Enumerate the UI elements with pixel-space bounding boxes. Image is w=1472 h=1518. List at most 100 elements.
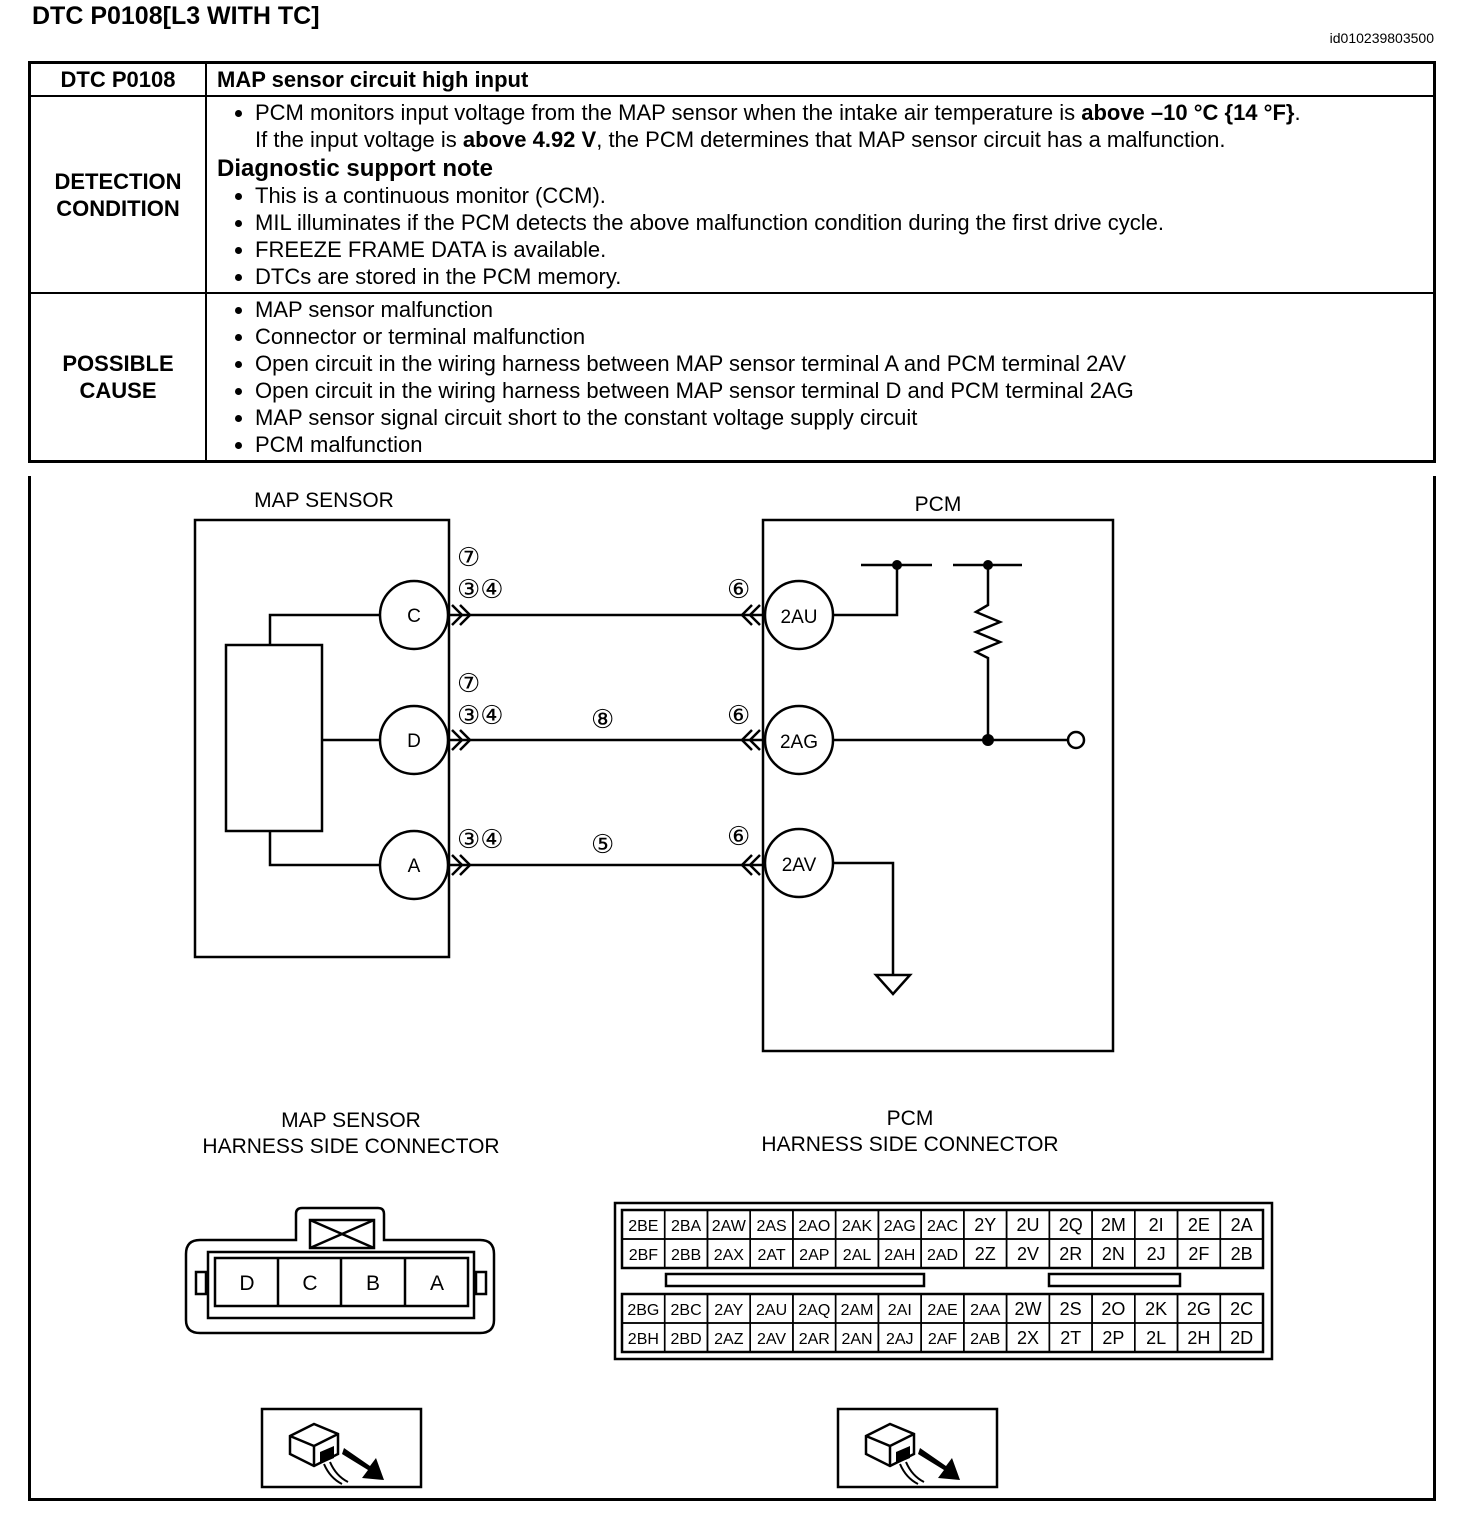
pcm-pin-label: 2AQ [798, 1302, 830, 1319]
pcm-pin-label: 2Y [974, 1215, 996, 1235]
table-row-title: DTC P0108 MAP sensor circuit high input [28, 61, 1436, 97]
pcm-pin-label: 2BA [671, 1218, 702, 1235]
detection-item: PCM monitors input voltage from the MAP … [255, 99, 1423, 153]
pcm-pin-label: 2F [1188, 1244, 1209, 1264]
pcm-pin-label: 2AK [842, 1218, 873, 1235]
pcm-pin-label: 2AA [970, 1302, 1001, 1319]
pcm-pin-label: 2AI [888, 1302, 912, 1319]
pcm-pin-label: 2AO [798, 1218, 830, 1235]
pcm-pin-label: 2AG [884, 1218, 916, 1235]
map-pin-label: A [430, 1272, 444, 1295]
detection-label-line2: CONDITION [56, 195, 180, 221]
pcm-pin-label: 2AW [712, 1218, 747, 1235]
cause-item: MAP sensor malfunction [255, 296, 1423, 323]
pcm-pin-label: 2C [1230, 1299, 1253, 1319]
possible-cause-label: POSSIBLE CAUSE [28, 292, 207, 463]
map-terminal-label: D [407, 731, 421, 752]
map-sensor-label: MAP SENSOR [254, 489, 394, 512]
cause-label-line1: POSSIBLE [62, 351, 174, 376]
pcm-pin-label: 2AY [714, 1302, 743, 1319]
pcm-pin-label: 2AH [884, 1247, 915, 1264]
pcm-pin-label: 2G [1187, 1299, 1211, 1319]
pcm-pin-label: 2AP [799, 1247, 829, 1264]
cause-label-line2: CAUSE [79, 378, 157, 403]
map-pin-label: C [302, 1272, 317, 1295]
pcm-terminal-label: 2AU [781, 607, 818, 628]
pcm-pin-label: 2Z [975, 1244, 996, 1264]
pcm-pin-label: 2E [1188, 1215, 1210, 1235]
possible-cause-content: MAP sensor malfunction Connector or term… [205, 292, 1436, 463]
ref-5: ⑤ [591, 829, 614, 859]
pcm-pin-label: 2AM [841, 1302, 874, 1319]
pcm-pin-label: 2M [1101, 1215, 1126, 1235]
connector-view-icon [864, 1422, 960, 1485]
pcm-pin-label: 2BH [628, 1331, 659, 1348]
pcm-terminal-label: 2AV [782, 855, 817, 876]
pcm-pin-label: 2O [1101, 1299, 1125, 1319]
cause-item: Open circuit in the wiring harness betwe… [255, 377, 1423, 404]
detection-text: PCM monitors input voltage from the MAP … [255, 100, 1082, 125]
table-row-cause: POSSIBLE CAUSE MAP sensor malfunction Co… [28, 292, 1436, 463]
pcm-pin-label: 2BB [671, 1247, 701, 1264]
pcm-pin-label: 2AT [757, 1247, 785, 1264]
table-row-detection: DETECTION CONDITION PCM monitors input v… [28, 95, 1436, 294]
pcm-pin-label: 2AU [756, 1302, 787, 1319]
pcm-pin-label: 2W [1014, 1299, 1041, 1319]
cause-list: MAP sensor malfunction Connector or term… [217, 296, 1423, 458]
pcm-pin-label: 2AB [970, 1331, 1000, 1348]
pcm-pin-label: 2V [1017, 1244, 1039, 1264]
pcm-pin-label: 2I [1149, 1215, 1164, 1235]
note-item: FREEZE FRAME DATA is available. [255, 236, 1423, 263]
ref-3-4: ③④ [457, 824, 504, 854]
pcm-pin-label: 2BD [671, 1331, 702, 1348]
map-terminal-label: C [407, 606, 421, 627]
note-item: This is a continuous monitor (CCM). [255, 182, 1423, 209]
connector-view-icon [288, 1422, 384, 1485]
ref-7: ⑦ [457, 542, 480, 572]
ref-8: ⑧ [591, 704, 614, 734]
pcm-pin-label: 2BF [629, 1247, 659, 1264]
pcm-box [761, 518, 1115, 1053]
ref-6: ⑥ [727, 821, 750, 851]
detection-threshold-voltage: above 4.92 V [462, 127, 597, 152]
pcm-pin-label: 2S [1060, 1299, 1082, 1319]
pcm-terminal-label: 2AG [780, 732, 818, 753]
map-sensor-element [224, 643, 324, 833]
pcm-pin-label: 2BC [671, 1302, 702, 1319]
detection-condition-label: DETECTION CONDITION [28, 95, 207, 294]
pcm-pin-label: 2U [1016, 1215, 1039, 1235]
map-connector-subtitle: HARNESS SIDE CONNECTOR [202, 1135, 499, 1158]
note-item: DTCs are stored in the PCM memory. [255, 263, 1423, 290]
pcm-pin-label: 2H [1187, 1328, 1210, 1348]
detection-text: . [1294, 100, 1301, 125]
pcm-pin-label: 2AE [927, 1302, 957, 1319]
pcm-pin-label: 2AV [757, 1331, 786, 1348]
pcm-pin-label: 2L [1146, 1328, 1166, 1348]
pcm-pin-label: 2AD [927, 1247, 958, 1264]
diagnostic-note-list: This is a continuous monitor (CCM). MIL … [217, 182, 1423, 290]
pcm-pin-label: 2A [1231, 1215, 1253, 1235]
ref-6: ⑥ [727, 700, 750, 730]
dtc-name-cell: MAP sensor circuit high input [205, 61, 1436, 97]
pcm-connector-subtitle: HARNESS SIDE CONNECTOR [761, 1133, 1058, 1156]
page-title: DTC P0108[L3 WITH TC] [32, 2, 320, 30]
pcm-pin-label: 2K [1145, 1299, 1167, 1319]
pcm-pin-label: 2R [1059, 1244, 1082, 1264]
pcm-pin-label: 2BG [627, 1302, 659, 1319]
pcm-pin-label: 2AC [927, 1218, 958, 1235]
dtc-info-table: DTC P0108 MAP sensor circuit high input … [28, 61, 1436, 463]
pcm-pin-label: 2N [1102, 1244, 1125, 1264]
dtc-code-cell: DTC P0108 [28, 61, 207, 97]
pcm-connector-title: PCM [887, 1107, 934, 1130]
map-connector-title: MAP SENSOR [281, 1109, 421, 1132]
pcm-pin-label: 2AF [928, 1331, 958, 1348]
ref-6: ⑥ [727, 574, 750, 604]
pcm-pin-label: 2AN [841, 1331, 872, 1348]
detection-threshold-temp: above –10 °C {14 °F} [1081, 100, 1295, 125]
ref-7: ⑦ [457, 668, 480, 698]
cause-item: Open circuit in the wiring harness betwe… [255, 350, 1423, 377]
detection-condition-content: PCM monitors input voltage from the MAP … [205, 95, 1436, 294]
cause-item: PCM malfunction [255, 431, 1423, 458]
